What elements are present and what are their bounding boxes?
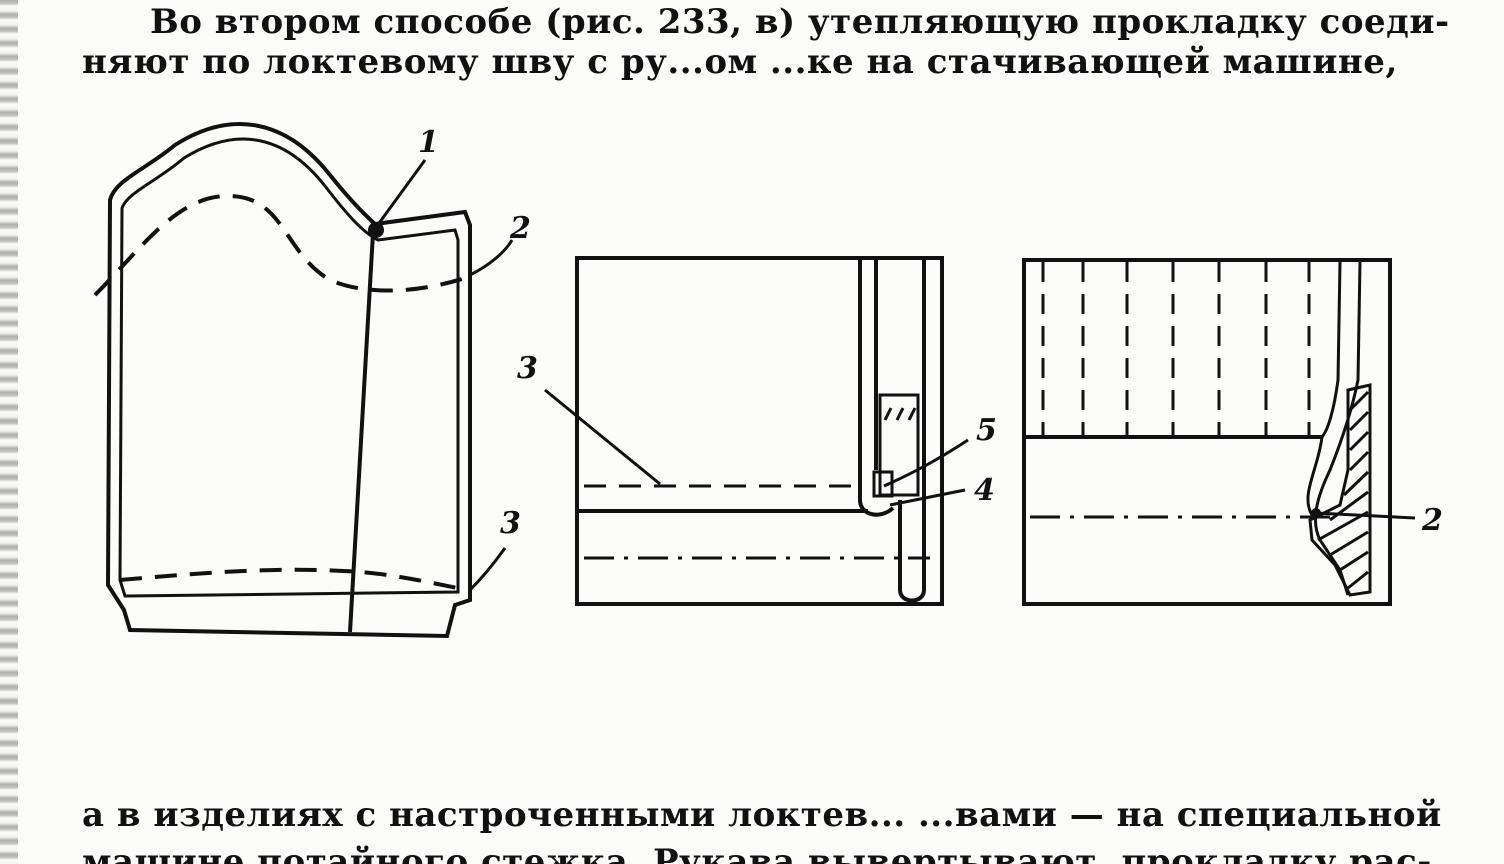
middle-callout-3: 3 [517, 351, 538, 386]
left-sleeve-dashed-cap [93, 193, 466, 297]
left-leader-3 [468, 547, 507, 592]
left-sleeve-inner-contour [118, 137, 460, 598]
left-sleeve-outer-contour [105, 122, 472, 639]
left-leader-1-dot [368, 222, 384, 238]
left-callout-2: 2 [509, 211, 531, 246]
middle-small-pocket [878, 393, 920, 497]
middle-frame [575, 256, 944, 606]
right-frame [1022, 258, 1392, 606]
left-sleeve-drawing [93, 122, 514, 639]
right-vertical-dashes [1041, 262, 1311, 435]
middle-drawing [544, 256, 969, 606]
right-seam-outer [1306, 261, 1342, 516]
right-leader-2 [1315, 511, 1416, 520]
middle-leader-4 [889, 488, 966, 507]
middle-callout-5: 5 [976, 413, 997, 448]
middle-leader-5 [883, 438, 969, 488]
right-drawing [1022, 258, 1416, 606]
middle-fold-outer [858, 258, 895, 517]
left-sleeve-elbow-seam [348, 232, 375, 633]
scan-edge [0, 0, 18, 864]
right-hatched-band [1308, 383, 1372, 597]
middle-callout-4: 4 [974, 473, 995, 508]
paragraph-line-2: няют по локтевому шву с ру...ом ...ке на… [82, 42, 1398, 82]
right-leader-2-dot [1311, 508, 1321, 518]
right-callout-2: 2 [1421, 503, 1443, 538]
left-leader-1 [372, 159, 427, 231]
middle-leader-3 [544, 388, 661, 486]
paragraph-line-4: машине потайного стежка. Рукава вывертыв… [82, 842, 1432, 864]
left-callout-3: 3 [500, 506, 521, 541]
paragraph-line-1: Во втором способе (рис. 233, в) утепляющ… [150, 2, 1450, 42]
left-callout-1: 1 [418, 125, 439, 160]
right-seam-inner [1313, 261, 1362, 596]
paragraph-line-3: а в изделиях с настроченными локтев... .… [82, 795, 1442, 835]
left-leader-2 [469, 239, 514, 277]
middle-hatch [883, 407, 917, 421]
left-sleeve-bottom-dashed [119, 567, 469, 592]
middle-fold-right [898, 258, 926, 603]
